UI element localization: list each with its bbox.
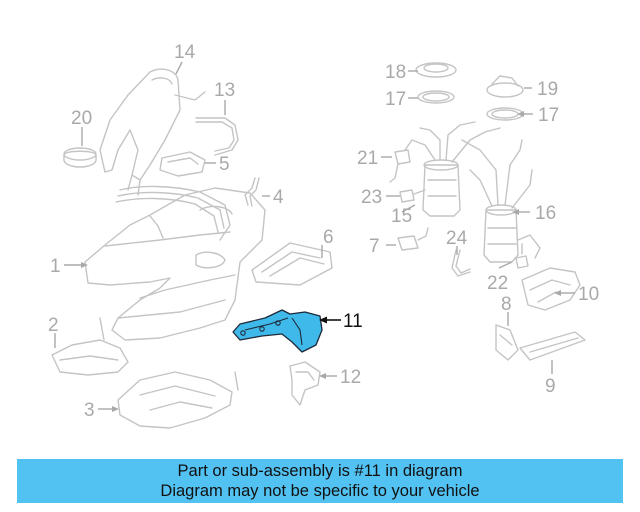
info-banner: Part or sub-assembly is #11 in diagram D… [17,459,623,503]
exploded-parts-diagram: 1 2 3 4 5 6 7 8 9 10 11 12 13 14 15 16 1… [48,42,599,429]
part-8-bracket [495,324,519,361]
arrowhead-11 [319,316,327,324]
callout-20: 20 [71,108,92,129]
part-12-small-shield [289,361,321,406]
callout-18: 18 [385,62,406,83]
callout-10: 10 [578,284,599,305]
callout-1: 1 [50,256,61,277]
part-21-sensor [389,149,411,183]
callout-11: 11 [343,311,363,332]
callout-12: 12 [340,367,361,388]
callout-19: 19 [537,79,558,100]
part-2-bracket [51,317,129,376]
callout-24: 24 [446,228,468,249]
part-3-skid-plate [117,371,239,429]
part-11-bracket-highlighted [232,309,323,353]
part-5-cover [159,151,206,177]
part-9-rail [519,331,586,361]
callout-7: 7 [369,236,380,257]
callout-15: 15 [391,206,412,227]
callout-16: 16 [535,203,556,224]
part-18-lock-ring [415,62,457,78]
part-10-bracket [521,267,581,311]
part-20-filler-cap [63,147,97,168]
part-15-fuel-pump [404,121,501,217]
part-1-fuel-tank [84,187,266,341]
callout-2: 2 [48,315,59,336]
banner-line-disclaimer: Diagram may not be specific to your vehi… [160,482,480,500]
callout-6: 6 [323,227,334,248]
part-19-lock-ring [486,75,524,98]
banner-line-part-number: Part or sub-assembly is #11 in diagram [177,462,463,480]
part-14-filler-pipe [99,68,231,241]
callout-9: 9 [545,376,556,397]
part-7-sensor [397,227,429,251]
callout-17-right: 17 [538,105,559,126]
leader-lines [54,61,575,412]
part-13-hose [195,117,239,156]
callout-21: 21 [357,148,378,169]
part-6-shield [251,242,333,286]
part-4-vent-tube [244,177,260,207]
callout-8: 8 [501,294,512,315]
part-24-strap [451,249,471,277]
part-22-clip [515,243,529,269]
callout-14: 14 [174,42,196,63]
callout-4: 4 [273,187,284,208]
part-16-fuel-pump [461,139,541,263]
part-23-connector [399,189,426,203]
part-17-seal-left [417,90,455,104]
callout-5: 5 [219,154,230,175]
callout-13: 13 [214,80,235,101]
callout-22: 22 [487,273,508,294]
callout-3: 3 [84,400,95,421]
callout-17-left: 17 [385,89,406,110]
callout-23: 23 [361,187,382,208]
